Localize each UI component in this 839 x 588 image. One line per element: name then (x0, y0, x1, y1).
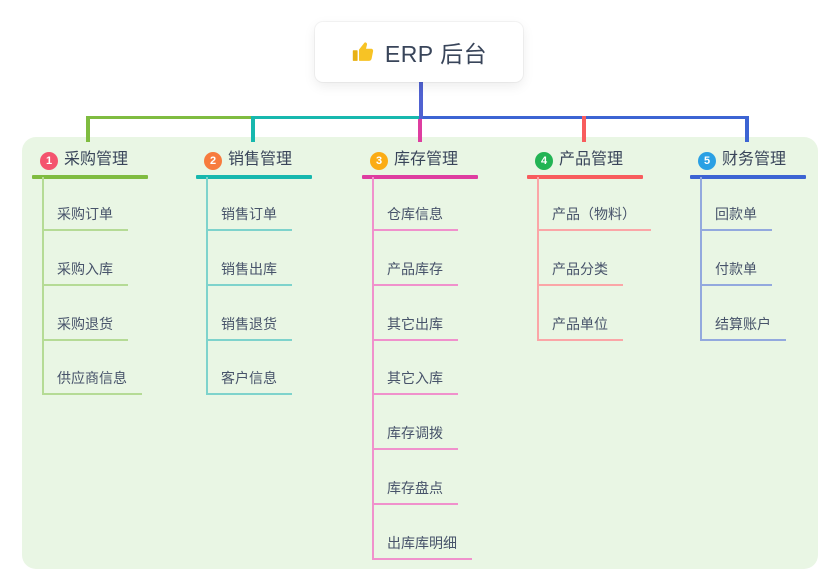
branch-item-label: 出库库明细 (387, 535, 457, 551)
branch-item-label: 产品（物料） (552, 206, 636, 222)
branch-drop-3 (418, 119, 422, 142)
branch-heading-label: 采购管理 (64, 151, 129, 168)
branch-item-underline (372, 503, 458, 505)
branch-item-label: 采购订单 (57, 206, 113, 222)
branch-item-underline (206, 284, 292, 286)
branch-column-line (700, 177, 702, 341)
branch-number-badge: 4 (535, 152, 553, 170)
branch-item-label: 结算账户 (715, 316, 771, 332)
branch-item-label: 库存盘点 (387, 480, 443, 496)
branch-item-label: 采购退货 (57, 316, 113, 332)
branch-item-label: 仓库信息 (387, 206, 443, 222)
branch-item-underline (537, 339, 623, 341)
root-title: ERP 后台 (384, 41, 488, 67)
branch-heading-label: 销售管理 (228, 151, 293, 168)
branch-item-underline (206, 229, 292, 231)
branch-line-2-horizontal (251, 116, 423, 119)
branch-heading-underline (362, 175, 478, 179)
branch-drop-2 (251, 116, 255, 142)
branch-number-badge: 3 (370, 152, 388, 170)
branch-item-label: 销售出库 (221, 261, 277, 277)
branch-item-label: 产品分类 (552, 261, 608, 277)
branch-item-underline (372, 558, 472, 560)
branch-item-underline (372, 393, 458, 395)
branch-heading-underline (690, 175, 806, 179)
branch-heading-underline (527, 175, 643, 179)
branch-item-label: 回款单 (715, 206, 757, 222)
branch-column-line (42, 177, 44, 395)
branch-item-label: 库存调拨 (387, 425, 443, 441)
branch-heading-label: 财务管理 (722, 151, 787, 168)
branch-item-underline (700, 339, 786, 341)
branch-item-underline (42, 284, 128, 286)
branch-item-underline (372, 284, 458, 286)
branch-number-badge: 2 (204, 152, 222, 170)
branch-item-underline (206, 339, 292, 341)
branch-item-underline (372, 229, 458, 231)
branch-heading-underline (196, 175, 312, 179)
branch-drop-1 (86, 116, 90, 142)
branch-item-underline (42, 393, 142, 395)
branch-drop-5 (745, 116, 749, 142)
branch-heading-underline (32, 175, 148, 179)
branch-column-line (537, 177, 539, 341)
branch-item-label: 客户信息 (221, 370, 277, 386)
branch-item-underline (537, 229, 651, 231)
branch-item-underline (700, 284, 772, 286)
branch-item-label: 其它出库 (387, 316, 443, 332)
branch-drop-4 (582, 116, 586, 142)
branch-heading-label: 库存管理 (394, 151, 459, 168)
branch-item-underline (206, 393, 292, 395)
branch-item-label: 销售订单 (221, 206, 277, 222)
branch-item-underline (700, 229, 772, 231)
branch-item-underline (42, 339, 128, 341)
branch-item-label: 供应商信息 (57, 370, 127, 386)
branch-column-line (372, 177, 374, 560)
branch-column-line (206, 177, 208, 395)
branch-item-label: 产品库存 (387, 261, 443, 277)
branch-item-underline (372, 339, 458, 341)
branch-number-badge: 5 (698, 152, 716, 170)
branch-item-underline (42, 229, 128, 231)
content-panel (22, 137, 818, 569)
root-connector-line (419, 82, 423, 119)
branch-item-label: 其它入库 (387, 370, 443, 386)
branch-item-label: 销售退货 (221, 316, 277, 332)
branch-item-underline (372, 448, 458, 450)
branch-item-underline (537, 284, 623, 286)
root-node[interactable]: ERP 后台 (315, 22, 523, 82)
branch-item-label: 产品单位 (552, 316, 608, 332)
branch-number-badge: 1 (40, 152, 58, 170)
branch-heading-label: 产品管理 (559, 151, 624, 168)
thumbs-up-icon (351, 40, 375, 64)
branch-item-label: 付款单 (715, 261, 757, 277)
branch-item-label: 采购入库 (57, 261, 113, 277)
